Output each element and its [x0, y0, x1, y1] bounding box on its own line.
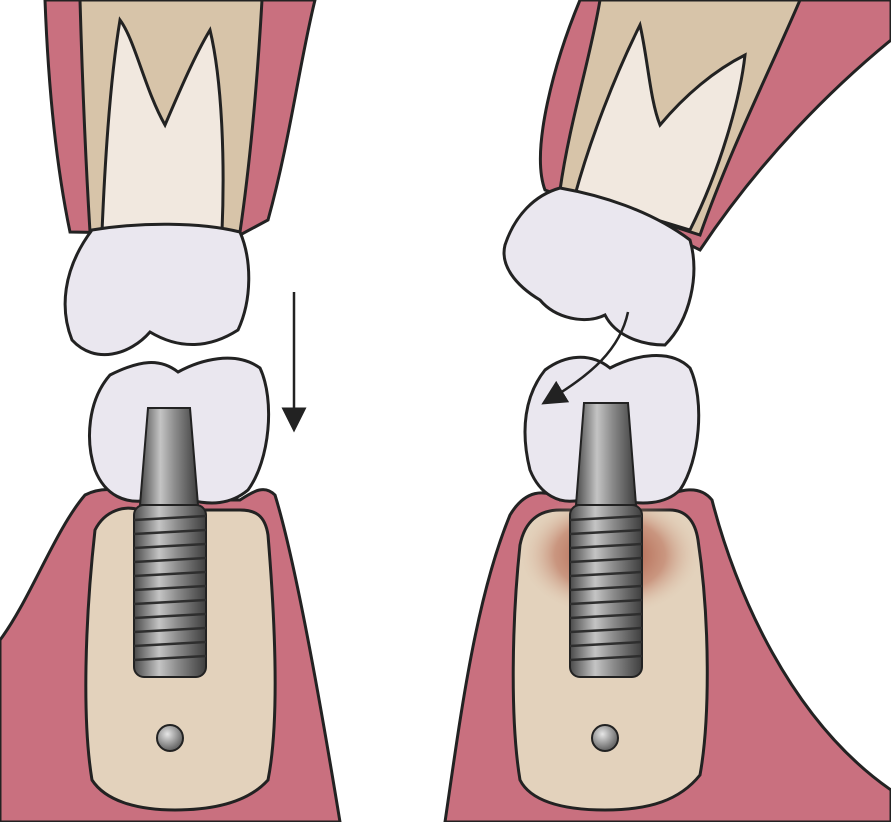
- implant-body-right: [570, 505, 642, 677]
- left-panel: [0, 0, 340, 822]
- upper-crown-left: [65, 224, 249, 354]
- right-panel: [445, 0, 891, 822]
- canal-dot-left: [157, 725, 183, 751]
- implant-abutment-right: [576, 403, 636, 505]
- implant-abutment-left: [140, 408, 198, 505]
- canal-dot-right: [592, 725, 618, 751]
- implant-body-left: [134, 505, 206, 677]
